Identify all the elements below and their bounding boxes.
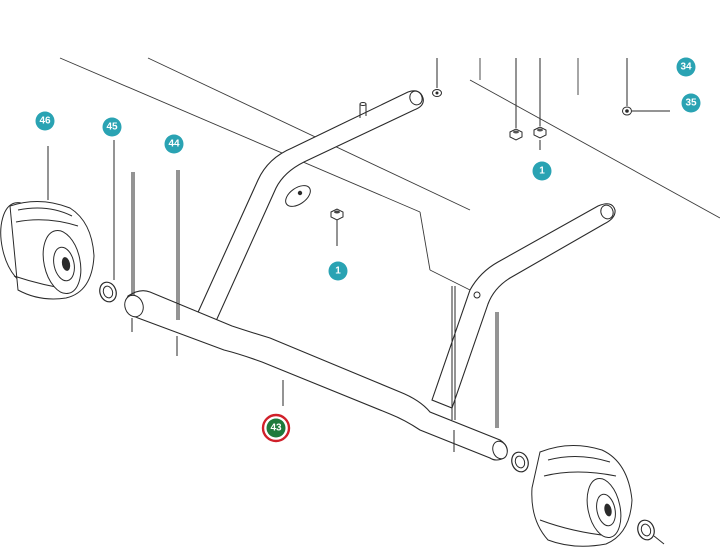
fastener-leaders: [336, 58, 670, 246]
callout-46[interactable]: 46: [35, 111, 55, 131]
callout-34[interactable]: 34: [676, 57, 696, 77]
svg-text:44: 44: [168, 139, 180, 150]
axle-bar: [124, 290, 508, 461]
svg-text:1: 1: [539, 166, 545, 177]
callout-1-frame[interactable]: 1: [328, 261, 348, 281]
nut-frame: [330, 208, 344, 221]
frame-handle: [189, 90, 616, 409]
callout-35[interactable]: 35: [681, 93, 701, 113]
callout-1-top[interactable]: 1: [532, 161, 552, 181]
svg-text:43: 43: [270, 423, 282, 434]
svg-text:35: 35: [685, 98, 697, 109]
callout-leaders: [113, 140, 284, 406]
svg-text:46: 46: [39, 116, 51, 127]
nut-mid-2: [533, 126, 547, 139]
callout-45[interactable]: 45: [102, 117, 122, 137]
washers: [99, 281, 665, 545]
nut-mid-1: [509, 128, 523, 141]
nut-parts: [330, 89, 632, 221]
wheel-left: [0, 146, 95, 300]
svg-text:1: 1: [335, 266, 341, 277]
nut-top-center: [432, 89, 442, 97]
svg-text:45: 45: [106, 122, 118, 133]
svg-text:34: 34: [680, 62, 692, 73]
callout-44[interactable]: 44: [164, 134, 184, 154]
callout-43-selected[interactable]: 43: [261, 413, 291, 443]
bolts: [131, 170, 499, 452]
nut-35: [622, 106, 632, 116]
guide-lines: [59, 57, 720, 296]
wheel-right: [531, 444, 633, 547]
